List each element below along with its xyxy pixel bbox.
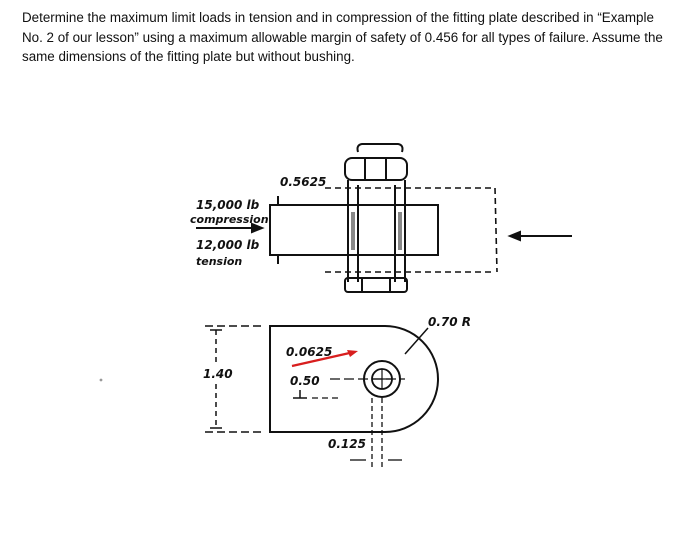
hole-pointer-arrow [291,350,358,368]
load-compression-word: compression [190,213,269,226]
offset-label: 0.125 [328,437,366,451]
edge-label: 0.50 [290,374,320,388]
bolt-shank [347,180,406,282]
problem-statement: Determine the maximum limit loads in ten… [22,10,663,64]
thickness-label: 0.5625 [280,175,326,189]
load-compression-value: 15,000 lb [196,198,260,212]
height-dimension [205,325,262,433]
load-tension-value: 12,000 lb [196,238,260,252]
stray-dot [99,378,103,382]
side-view [196,143,572,293]
fitting-plate-side [269,204,439,256]
radius-label: 0.70 R [428,315,471,329]
bolt-head-icon [344,143,408,181]
height-label: 1.40 [203,367,233,381]
load-tension-word: tension [196,255,242,268]
clevis-outline [325,187,498,273]
nut-icon [344,277,408,293]
plan-view [205,325,439,468]
hole-dia-label: 0.0625 [286,345,332,359]
fitting-plate-plan [269,325,439,433]
thread-lines [351,212,402,250]
